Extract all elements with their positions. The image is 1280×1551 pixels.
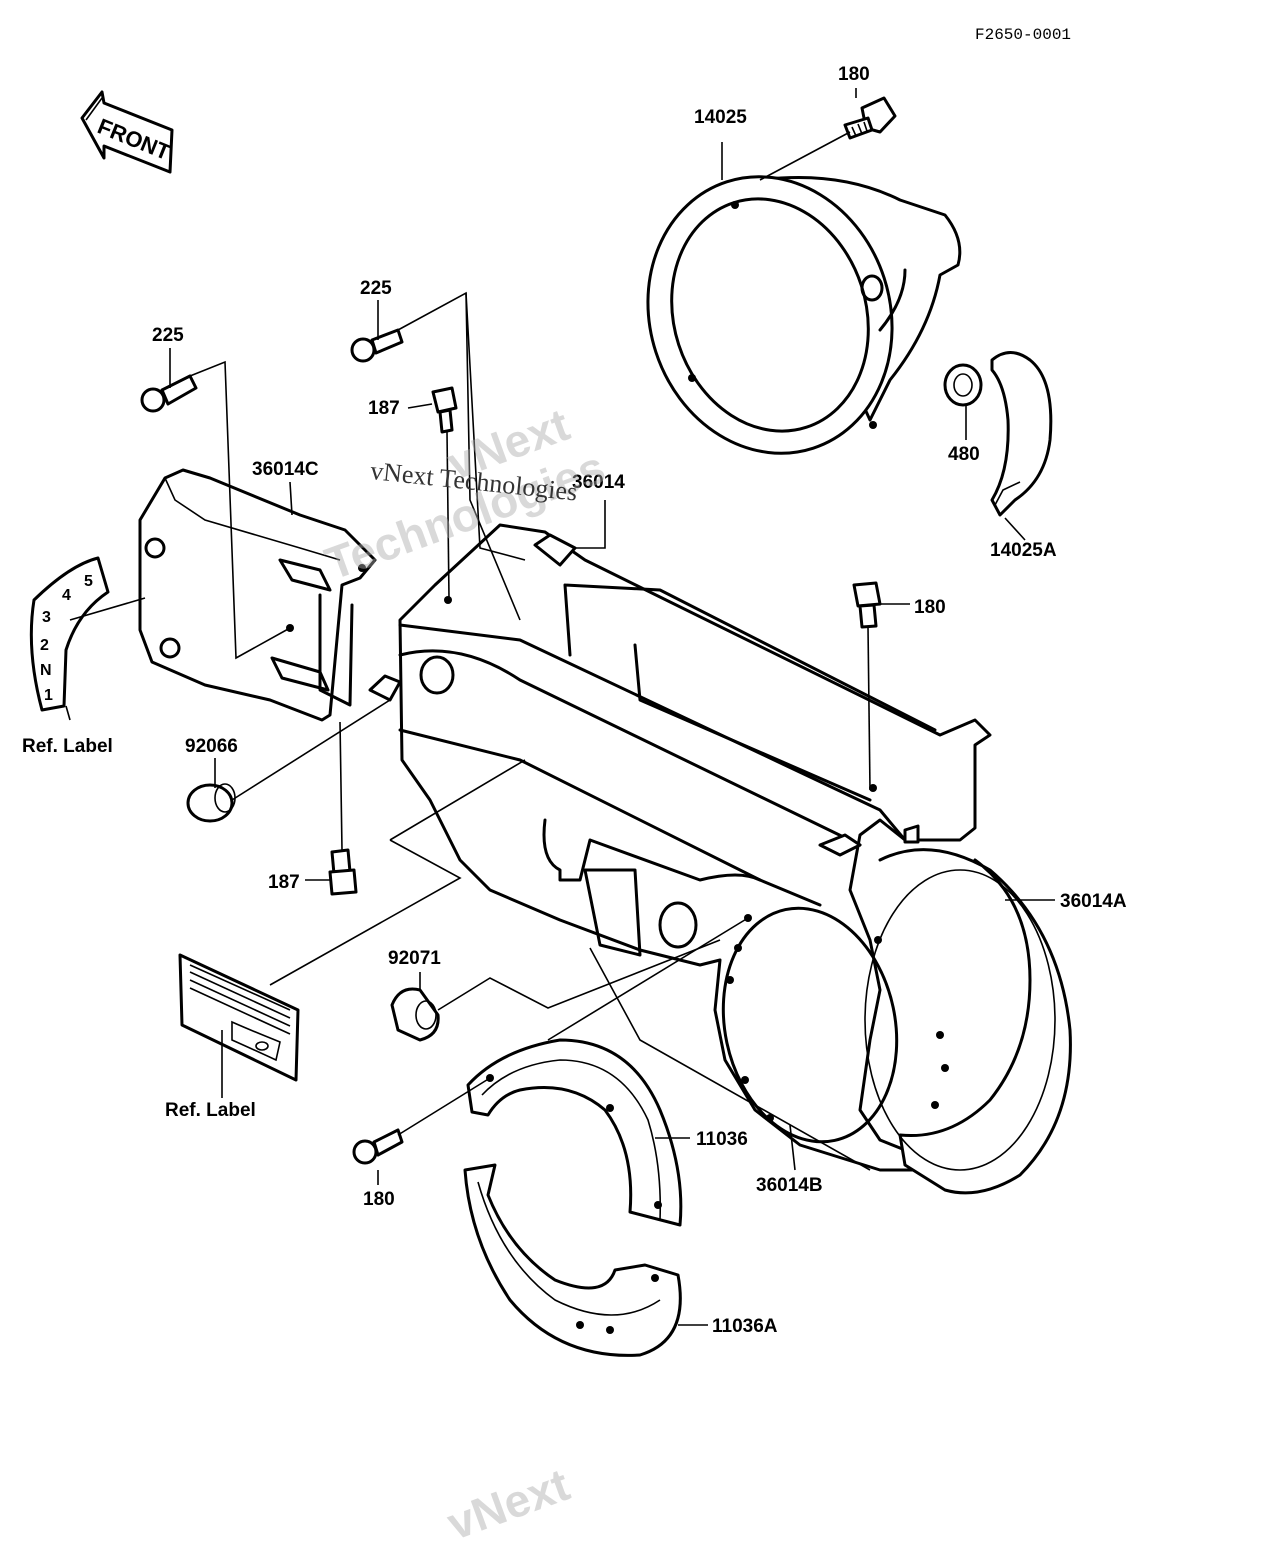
label-11036A: 11036A: [712, 1316, 778, 1337]
label-187-bottom: 187: [268, 872, 300, 893]
label-225-left: 225: [152, 325, 184, 346]
half-ring-11036A: [463, 1163, 682, 1357]
gear-mark-1: 1: [44, 687, 53, 704]
case-36014: [368, 523, 992, 1172]
label-ref-label-1: Ref. Label: [22, 736, 113, 757]
label-36014C: 36014C: [252, 459, 319, 480]
bolt-180-right: [852, 581, 882, 629]
cover-36014A: [864, 848, 1072, 1195]
gear-mark-3: 3: [42, 609, 51, 626]
bolt-180-top: [843, 96, 897, 140]
ring-480: [943, 363, 983, 407]
bolt-187-top: [431, 386, 458, 434]
label-92066: 92066: [185, 736, 238, 757]
label-36014: 36014: [572, 472, 625, 493]
front-arrow-icon: FRONT: [80, 90, 174, 174]
label-14025A: 14025A: [990, 540, 1057, 561]
gear-mark-4: 4: [62, 587, 71, 604]
label-480: 480: [948, 444, 980, 465]
gear-mark-2: 2: [40, 637, 49, 654]
label-180-bottom: 180: [363, 1189, 395, 1210]
half-ring-11036: [466, 1038, 683, 1227]
label-225-middle: 225: [360, 278, 392, 299]
label-180-right: 180: [914, 597, 946, 618]
label-14025: 14025: [694, 107, 747, 128]
strap-14025A: [990, 351, 1053, 517]
bolt-225-left: [140, 374, 198, 413]
bolt-225-middle: [350, 328, 404, 363]
gear-mark-5: 5: [84, 573, 93, 590]
drawing-code: F2650-0001: [975, 26, 1072, 44]
gear-mark-N: N: [40, 662, 52, 679]
label-180-top: 180: [838, 64, 870, 85]
bolt-180-bottom: [352, 1128, 404, 1165]
gear-position-label: 5 4 3 2 N 1: [29, 556, 110, 712]
label-36014A: 36014A: [1060, 891, 1127, 912]
plug-92066: [186, 783, 236, 823]
grommet-92071: [390, 987, 440, 1042]
headlight-housing-14025: [646, 175, 962, 455]
label-36014B: 36014B: [756, 1175, 823, 1196]
bracket-36014C: [138, 468, 377, 722]
label-187-top: 187: [368, 398, 400, 419]
label-ref-label-2: Ref. Label: [165, 1100, 256, 1121]
bolt-187-bottom: [328, 848, 358, 896]
label-92071: 92071: [388, 948, 441, 969]
label-11036: 11036: [696, 1129, 748, 1150]
leader-lines: [65, 88, 1055, 1326]
ref-label-plate: [178, 953, 300, 1082]
